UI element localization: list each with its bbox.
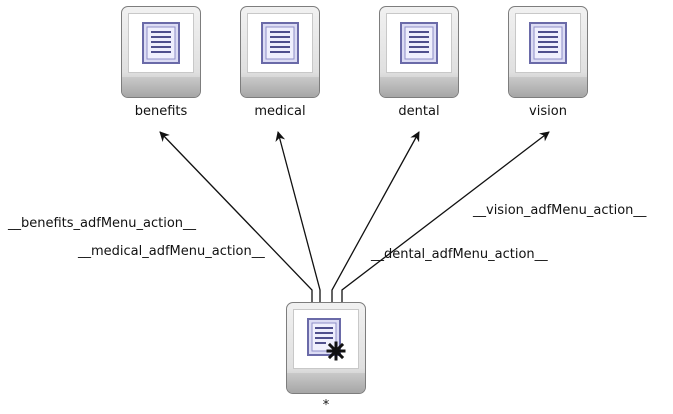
edge-to-benefits[interactable] <box>159 131 313 303</box>
node-wildcard-canvas <box>293 309 359 369</box>
node-dental[interactable] <box>379 6 459 98</box>
page-icon <box>529 22 567 64</box>
asterisk-badge <box>326 341 346 361</box>
edge-label-benefits[interactable]: __benefits_adfMenu_action__ <box>8 216 197 231</box>
node-vision-canvas <box>515 13 581 73</box>
edge-label-vision[interactable]: __vision_adfMenu_action__ <box>473 203 647 218</box>
node-benefits-canvas <box>128 13 194 73</box>
node-label-benefits: benefits <box>134 104 188 119</box>
node-medical-canvas <box>247 13 313 73</box>
node-wildcard[interactable] <box>286 302 366 394</box>
page-icon <box>261 22 299 64</box>
node-label-medical: medical <box>254 104 306 119</box>
node-dental-canvas <box>386 13 452 73</box>
edge-label-dental[interactable]: __dental_adfMenu_action__ <box>371 247 548 262</box>
page-icon <box>142 22 180 64</box>
node-benefits[interactable] <box>121 6 201 98</box>
edge-to-medical[interactable] <box>275 131 321 303</box>
node-medical[interactable] <box>240 6 320 98</box>
node-vision[interactable] <box>508 6 588 98</box>
edge-label-medical[interactable]: __medical_adfMenu_action__ <box>78 244 265 259</box>
node-label-vision: vision <box>529 104 567 119</box>
page-icon <box>400 22 438 64</box>
node-label-wildcard: * <box>322 398 330 413</box>
wildcard-page-icon <box>307 318 346 361</box>
edge-to-vision[interactable] <box>341 131 550 303</box>
node-label-dental: dental <box>398 104 440 119</box>
edge-to-dental[interactable] <box>331 131 420 303</box>
